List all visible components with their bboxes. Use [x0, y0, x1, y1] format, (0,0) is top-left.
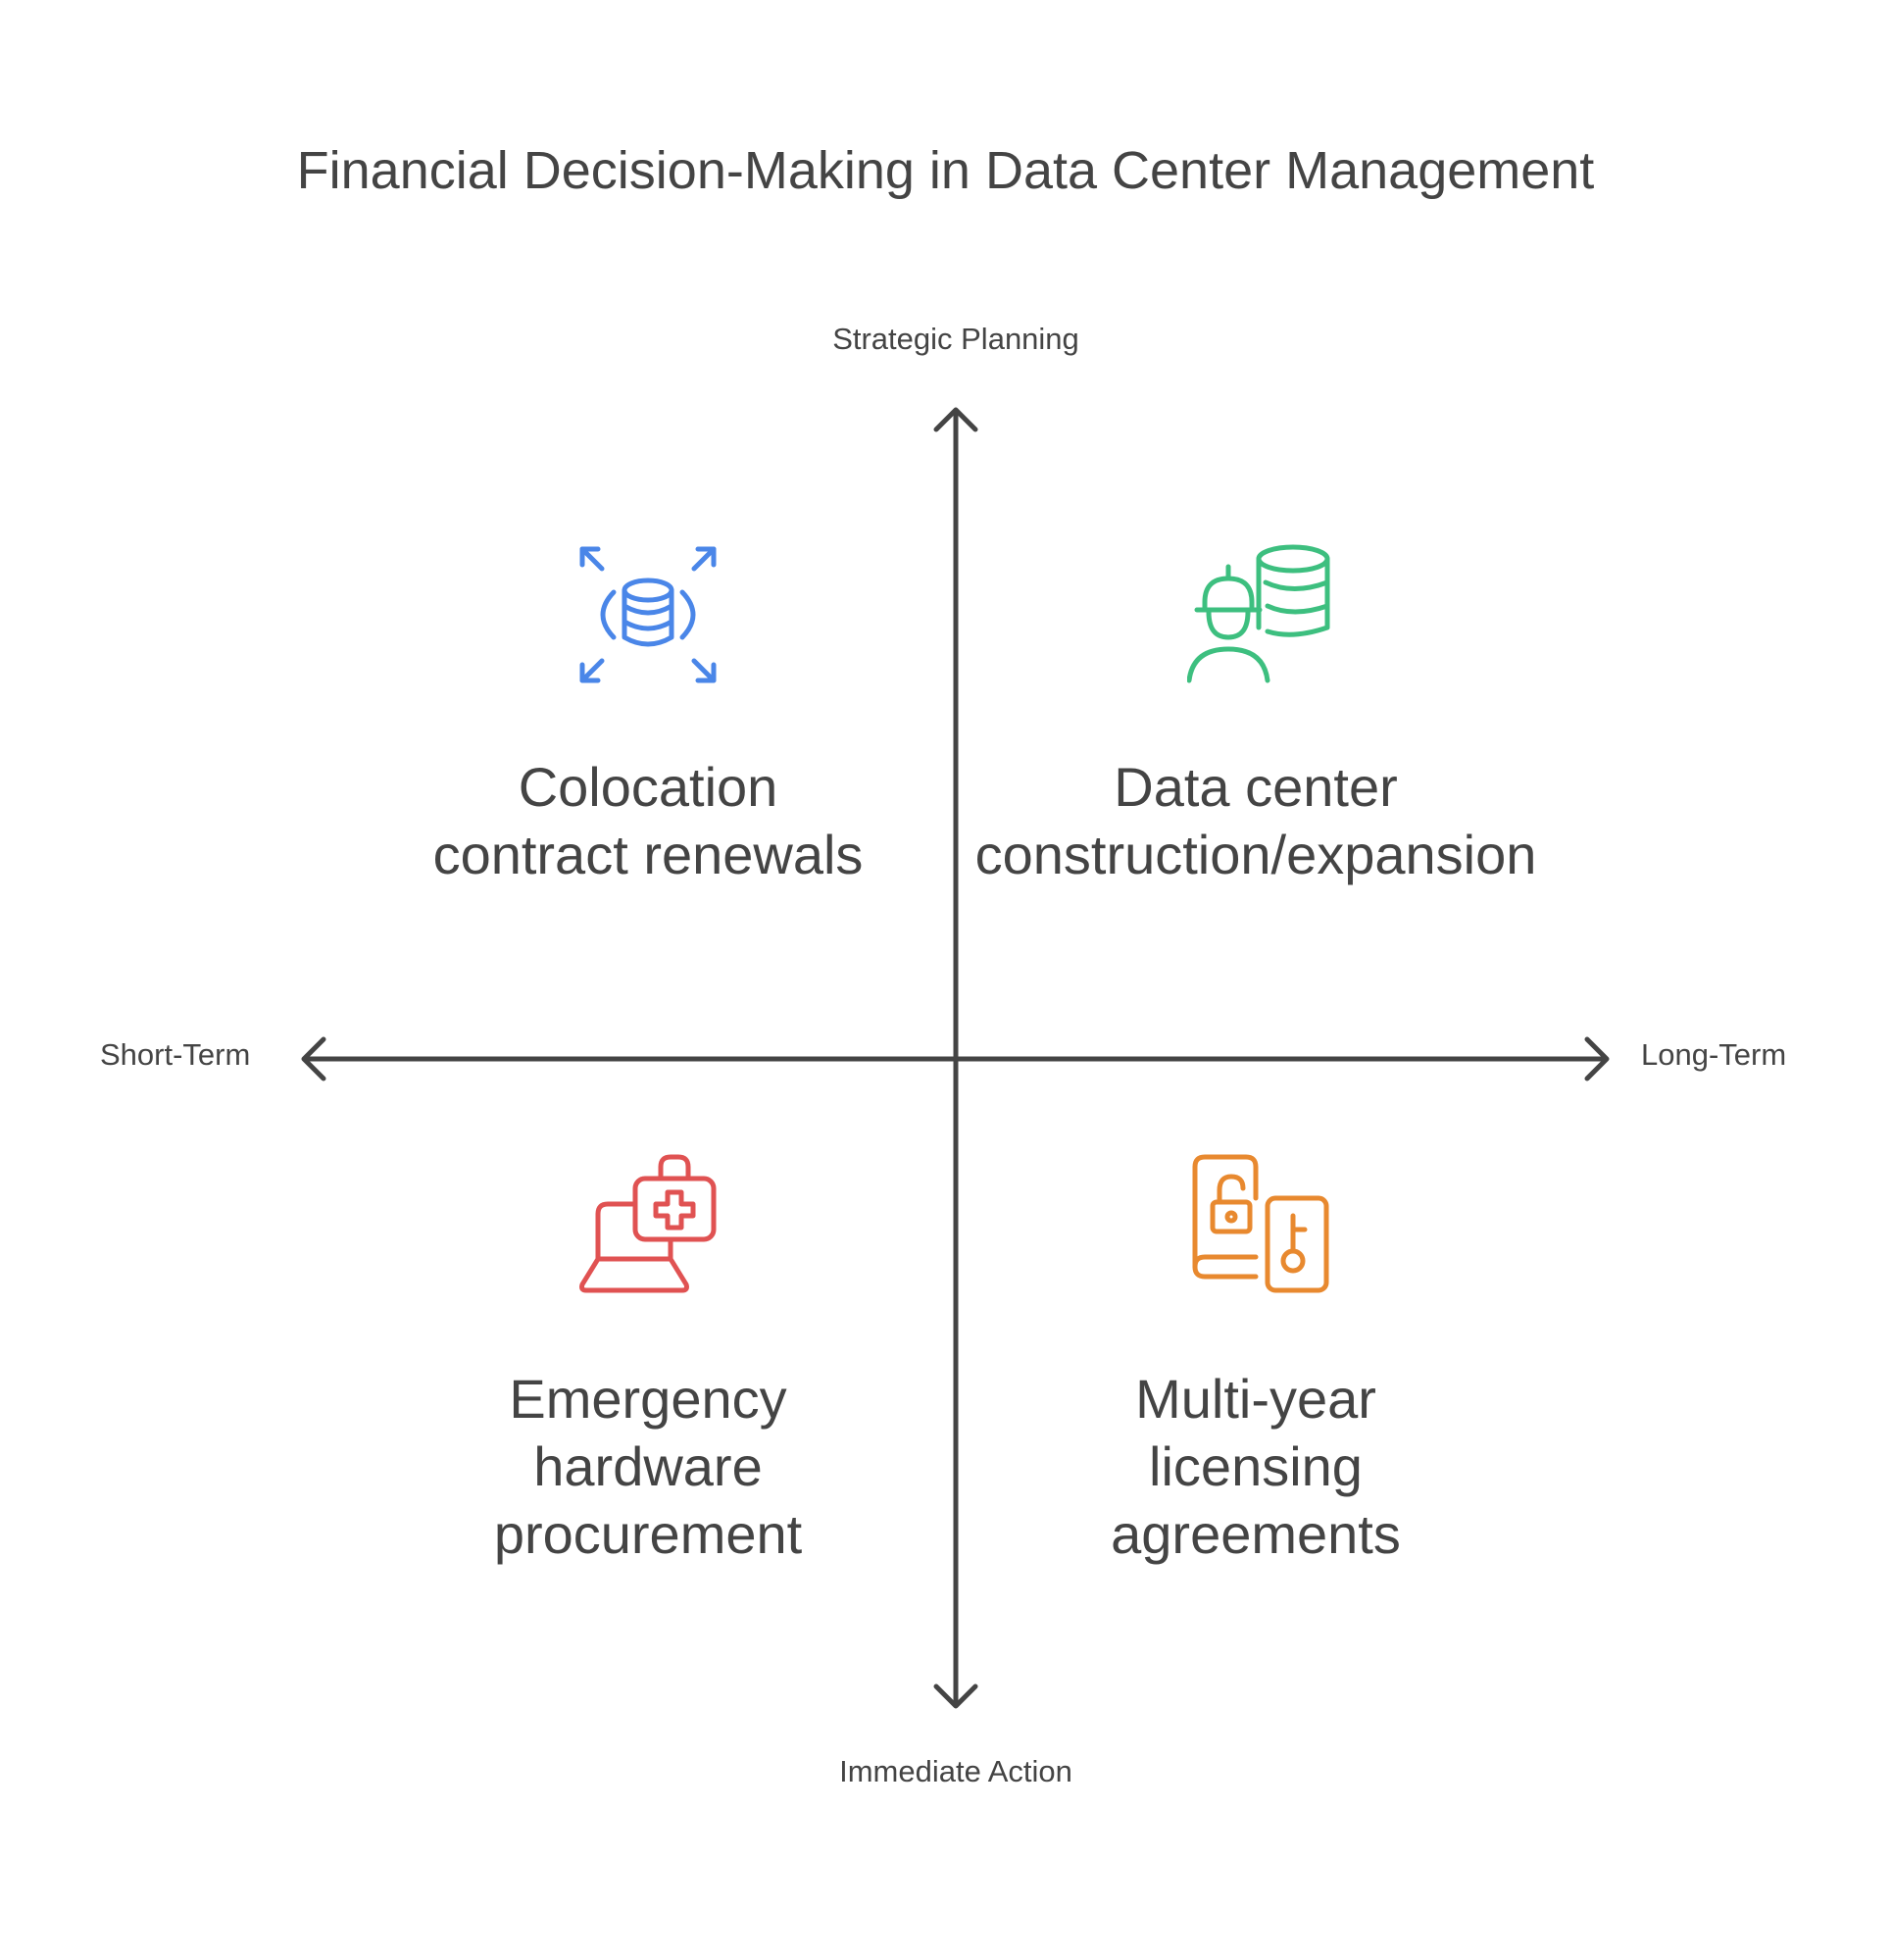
- axis-arrow-down: [933, 1684, 978, 1709]
- quadrant-label-line: agreements: [1111, 1503, 1401, 1565]
- quadrant-label-line: Colocation: [518, 756, 778, 818]
- quadrant-label-line: contract renewals: [432, 824, 864, 885]
- quadrant-label-line: licensing: [1149, 1435, 1363, 1497]
- quadrant-label-emergency: Emergency hardware procurement: [334, 1365, 962, 1568]
- page-title: Financial Decision-Making in Data Center…: [296, 141, 1595, 200]
- quadrant-label-licensing: Multi-year licensing agreements: [942, 1365, 1569, 1568]
- quadrant-label-line: Multi-year: [1135, 1368, 1376, 1430]
- axis-arrow-up: [933, 407, 978, 432]
- database-expand-icon: [579, 546, 717, 683]
- axis-label-top: Strategic Planning: [832, 322, 1079, 356]
- quadrant-label-colocation: Colocation contract renewals: [334, 753, 962, 888]
- quadrant-label-line: procurement: [493, 1503, 803, 1565]
- quadrant-label-line: Emergency: [509, 1368, 787, 1430]
- worker-database-icon: [1187, 544, 1330, 683]
- axis-label-left: Short-Term: [100, 1037, 251, 1072]
- quadrant-label-line: Data center: [1114, 756, 1398, 818]
- quadrant-label-construction: Data center construction/expansion: [942, 753, 1569, 888]
- axis-label-bottom: Immediate Action: [839, 1754, 1072, 1788]
- quadrant-label-line: construction/expansion: [974, 824, 1537, 885]
- axis-arrow-left: [301, 1036, 326, 1081]
- axis-label-right: Long-Term: [1641, 1037, 1787, 1072]
- quadrant-label-line: hardware: [533, 1435, 763, 1497]
- laptop-medical-kit-icon: [579, 1154, 717, 1293]
- axis-arrow-right: [1584, 1036, 1610, 1081]
- unlocked-license-key-icon: [1192, 1154, 1329, 1293]
